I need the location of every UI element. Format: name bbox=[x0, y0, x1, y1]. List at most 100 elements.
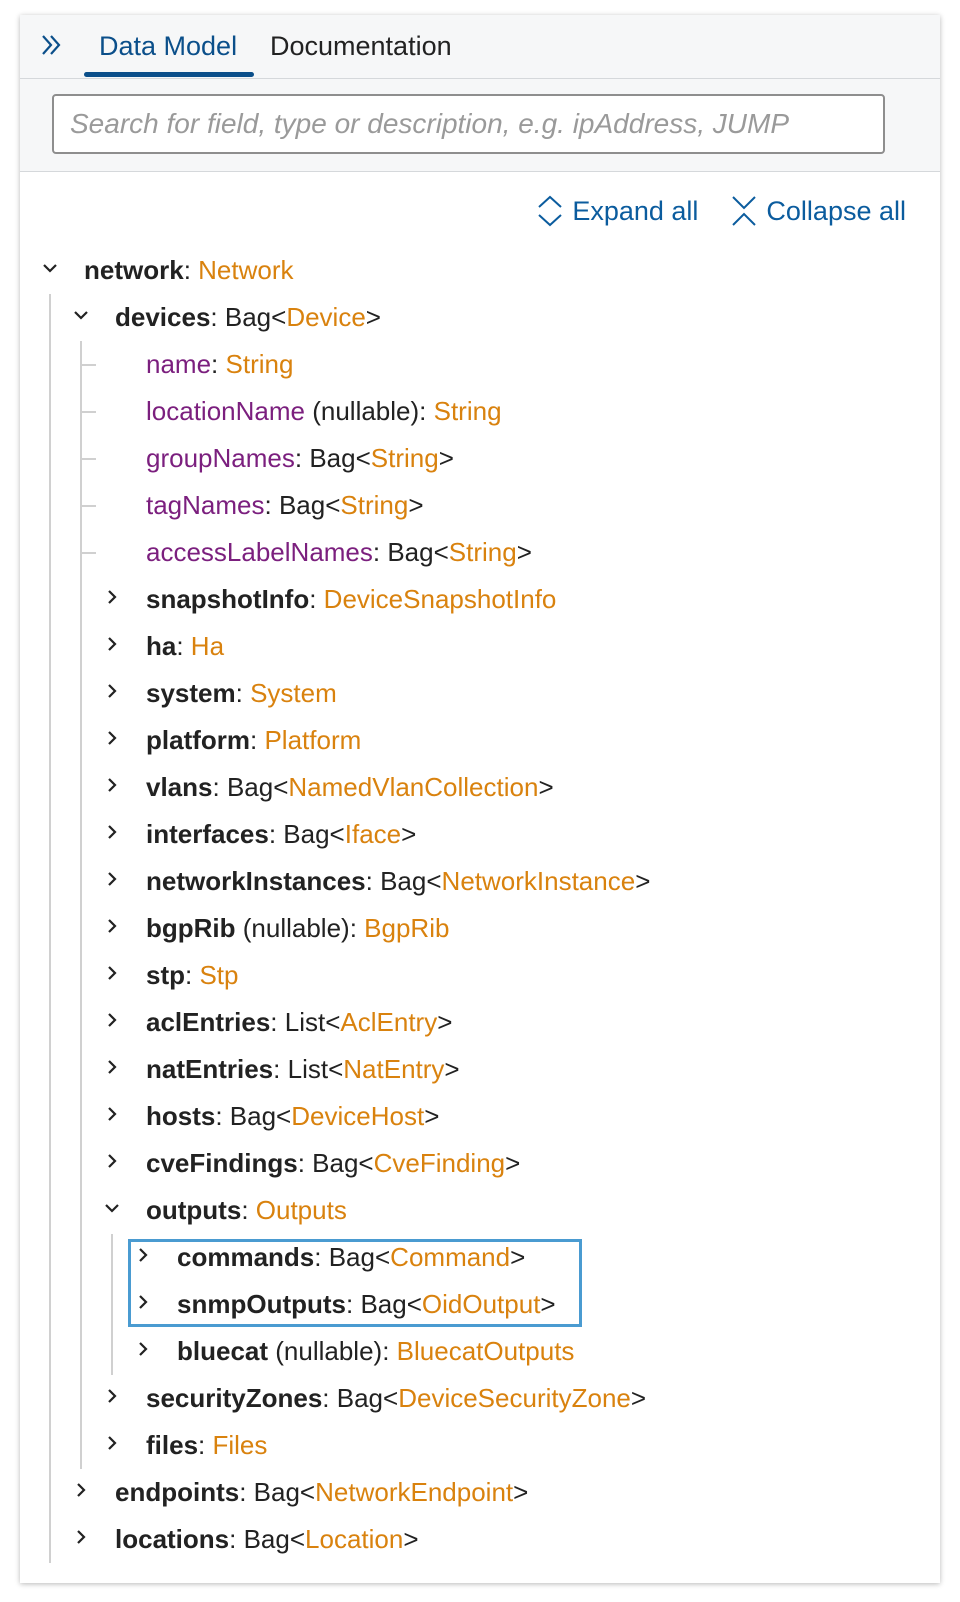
chevron-right-icon[interactable] bbox=[135, 1281, 157, 1328]
tab-documentation[interactable]: Documentation bbox=[270, 31, 452, 61]
tree-row-name[interactable]: name: String bbox=[20, 341, 940, 388]
tree-row-ha[interactable]: ha: Ha bbox=[20, 623, 940, 670]
field-type[interactable]: Iface bbox=[344, 819, 402, 849]
field-name: bgpRib bbox=[146, 913, 236, 943]
field-type[interactable]: Outputs bbox=[255, 1195, 347, 1225]
chevron-right-icon[interactable] bbox=[104, 858, 126, 905]
type-prefix: Bag< bbox=[309, 443, 371, 473]
chevron-right-icon[interactable] bbox=[73, 1516, 95, 1563]
field-type[interactable]: AclEntry bbox=[340, 1007, 438, 1037]
field-type[interactable]: String bbox=[448, 537, 517, 567]
tree-row-devices[interactable]: devices: Bag<Device> bbox=[20, 294, 940, 341]
collapse-all-button[interactable]: Collapse all bbox=[730, 194, 906, 228]
chevron-down-icon[interactable] bbox=[104, 1187, 126, 1234]
type-suffix: > bbox=[403, 1524, 419, 1554]
field-type[interactable]: Ha bbox=[190, 631, 225, 661]
tree-row-snapshotInfo[interactable]: snapshotInfo: DeviceSnapshotInfo bbox=[20, 576, 940, 623]
field-type[interactable]: NatEntry bbox=[343, 1054, 445, 1084]
field-type[interactable]: String bbox=[433, 396, 502, 426]
tree-row-locationName[interactable]: locationName (nullable): String bbox=[20, 388, 940, 435]
chevron-right-icon[interactable] bbox=[104, 811, 126, 858]
chevron-right-icon[interactable] bbox=[104, 1375, 126, 1422]
tree-row-cveFindings[interactable]: cveFindings: Bag<CveFinding> bbox=[20, 1140, 940, 1187]
type-suffix: > bbox=[365, 302, 381, 332]
field-type[interactable]: NamedVlanCollection bbox=[288, 772, 539, 802]
chevron-right-icon[interactable] bbox=[104, 1046, 126, 1093]
separator: : bbox=[273, 1054, 288, 1084]
chevron-down-icon[interactable] bbox=[73, 294, 95, 341]
field-type[interactable]: Files bbox=[212, 1430, 268, 1460]
chevron-right-icon[interactable] bbox=[104, 670, 126, 717]
type-suffix: > bbox=[516, 537, 532, 567]
tree-row-accessLabelNames[interactable]: accessLabelNames: Bag<String> bbox=[20, 529, 940, 576]
tree-row-files[interactable]: files: Files bbox=[20, 1422, 940, 1469]
tree-row-networkInstances[interactable]: networkInstances: Bag<NetworkInstance> bbox=[20, 858, 940, 905]
tree-row-network[interactable]: network: Network bbox=[20, 247, 940, 294]
field-type[interactable]: String bbox=[340, 490, 409, 520]
double-chevron-right-icon[interactable] bbox=[39, 32, 65, 58]
expand-all-button[interactable]: Expand all bbox=[536, 194, 698, 228]
chevron-right-icon[interactable] bbox=[104, 905, 126, 952]
field-name: natEntries bbox=[146, 1054, 274, 1084]
tree-row-endpoints[interactable]: endpoints: Bag<NetworkEndpoint> bbox=[20, 1469, 940, 1516]
type-suffix: > bbox=[538, 772, 554, 802]
tree-row-bgpRib[interactable]: bgpRib (nullable): BgpRib bbox=[20, 905, 940, 952]
search-input[interactable] bbox=[52, 94, 885, 154]
field-type[interactable]: CveFinding bbox=[373, 1148, 506, 1178]
chevron-right-icon[interactable] bbox=[104, 952, 126, 999]
tree-row-system[interactable]: system: System bbox=[20, 670, 940, 717]
field-type[interactable]: Platform bbox=[264, 725, 362, 755]
field-type[interactable]: OidOutput bbox=[421, 1289, 541, 1319]
chevron-right-icon[interactable] bbox=[104, 999, 126, 1046]
tree-row-stp[interactable]: stp: Stp bbox=[20, 952, 940, 999]
type-prefix: Bag< bbox=[226, 772, 289, 802]
field-type[interactable]: NetworkEndpoint bbox=[315, 1477, 514, 1507]
chevron-right-icon[interactable] bbox=[104, 1140, 126, 1187]
field-type[interactable]: DeviceSnapshotInfo bbox=[323, 584, 557, 614]
tree-row-outputs[interactable]: outputs: Outputs bbox=[20, 1187, 940, 1234]
tree-row-aclEntries[interactable]: aclEntries: List<AclEntry> bbox=[20, 999, 940, 1046]
chevron-right-icon[interactable] bbox=[104, 1422, 126, 1469]
field-type[interactable]: String bbox=[370, 443, 439, 473]
field-name: network bbox=[84, 255, 184, 285]
field-type[interactable]: NetworkInstance bbox=[441, 866, 636, 896]
tree-row-groupNames[interactable]: groupNames: Bag<String> bbox=[20, 435, 940, 482]
field-type[interactable]: BluecatOutputs bbox=[396, 1336, 575, 1366]
tree-row-hosts[interactable]: hosts: Bag<DeviceHost> bbox=[20, 1093, 940, 1140]
separator: : bbox=[183, 255, 199, 285]
field-type[interactable]: Stp bbox=[199, 960, 239, 990]
tree-row-natEntries[interactable]: natEntries: List<NatEntry> bbox=[20, 1046, 940, 1093]
chevron-right-icon[interactable] bbox=[135, 1234, 157, 1281]
field-type[interactable]: DeviceSecurityZone bbox=[398, 1383, 631, 1413]
tree-row-snmpOutputs[interactable]: snmpOutputs: Bag<OidOutput> bbox=[20, 1281, 940, 1328]
field-type[interactable]: Command bbox=[390, 1242, 511, 1272]
field-type[interactable]: String bbox=[225, 349, 294, 379]
chevron-right-icon[interactable] bbox=[104, 576, 126, 623]
field-type[interactable]: Network bbox=[198, 255, 294, 285]
chevron-right-icon[interactable] bbox=[104, 1093, 126, 1140]
tree-row-securityZones[interactable]: securityZones: Bag<DeviceSecurityZone> bbox=[20, 1375, 940, 1422]
field-type[interactable]: BgpRib bbox=[364, 913, 450, 943]
tree-row-bluecat[interactable]: bluecat (nullable): BluecatOutputs bbox=[20, 1328, 940, 1375]
field-name: name bbox=[146, 349, 212, 379]
chevron-right-icon[interactable] bbox=[135, 1328, 157, 1375]
chevron-right-icon[interactable] bbox=[104, 623, 126, 670]
field-type[interactable]: DeviceHost bbox=[291, 1101, 425, 1131]
tree-row-platform[interactable]: platform: Platform bbox=[20, 717, 940, 764]
chevron-right-icon[interactable] bbox=[104, 764, 126, 811]
field-type[interactable]: Device bbox=[286, 302, 366, 332]
tree-row-label: bgpRib (nullable): BgpRib bbox=[146, 905, 449, 952]
type-prefix: Bag< bbox=[380, 866, 442, 896]
tree-row-vlans[interactable]: vlans: Bag<NamedVlanCollection> bbox=[20, 764, 940, 811]
collapse-icon bbox=[730, 194, 758, 228]
tree-row-interfaces[interactable]: interfaces: Bag<Iface> bbox=[20, 811, 940, 858]
chevron-right-icon[interactable] bbox=[73, 1469, 95, 1516]
chevron-down-icon[interactable] bbox=[42, 247, 64, 294]
field-type[interactable]: System bbox=[250, 678, 337, 708]
tab-data-model[interactable]: Data Model bbox=[99, 31, 238, 61]
tree-row-locations[interactable]: locations: Bag<Location> bbox=[20, 1516, 940, 1563]
chevron-right-icon[interactable] bbox=[104, 717, 126, 764]
field-type[interactable]: Location bbox=[305, 1524, 404, 1554]
tree-row-commands[interactable]: commands: Bag<Command> bbox=[20, 1234, 940, 1281]
tree-row-tagNames[interactable]: tagNames: Bag<String> bbox=[20, 482, 940, 529]
